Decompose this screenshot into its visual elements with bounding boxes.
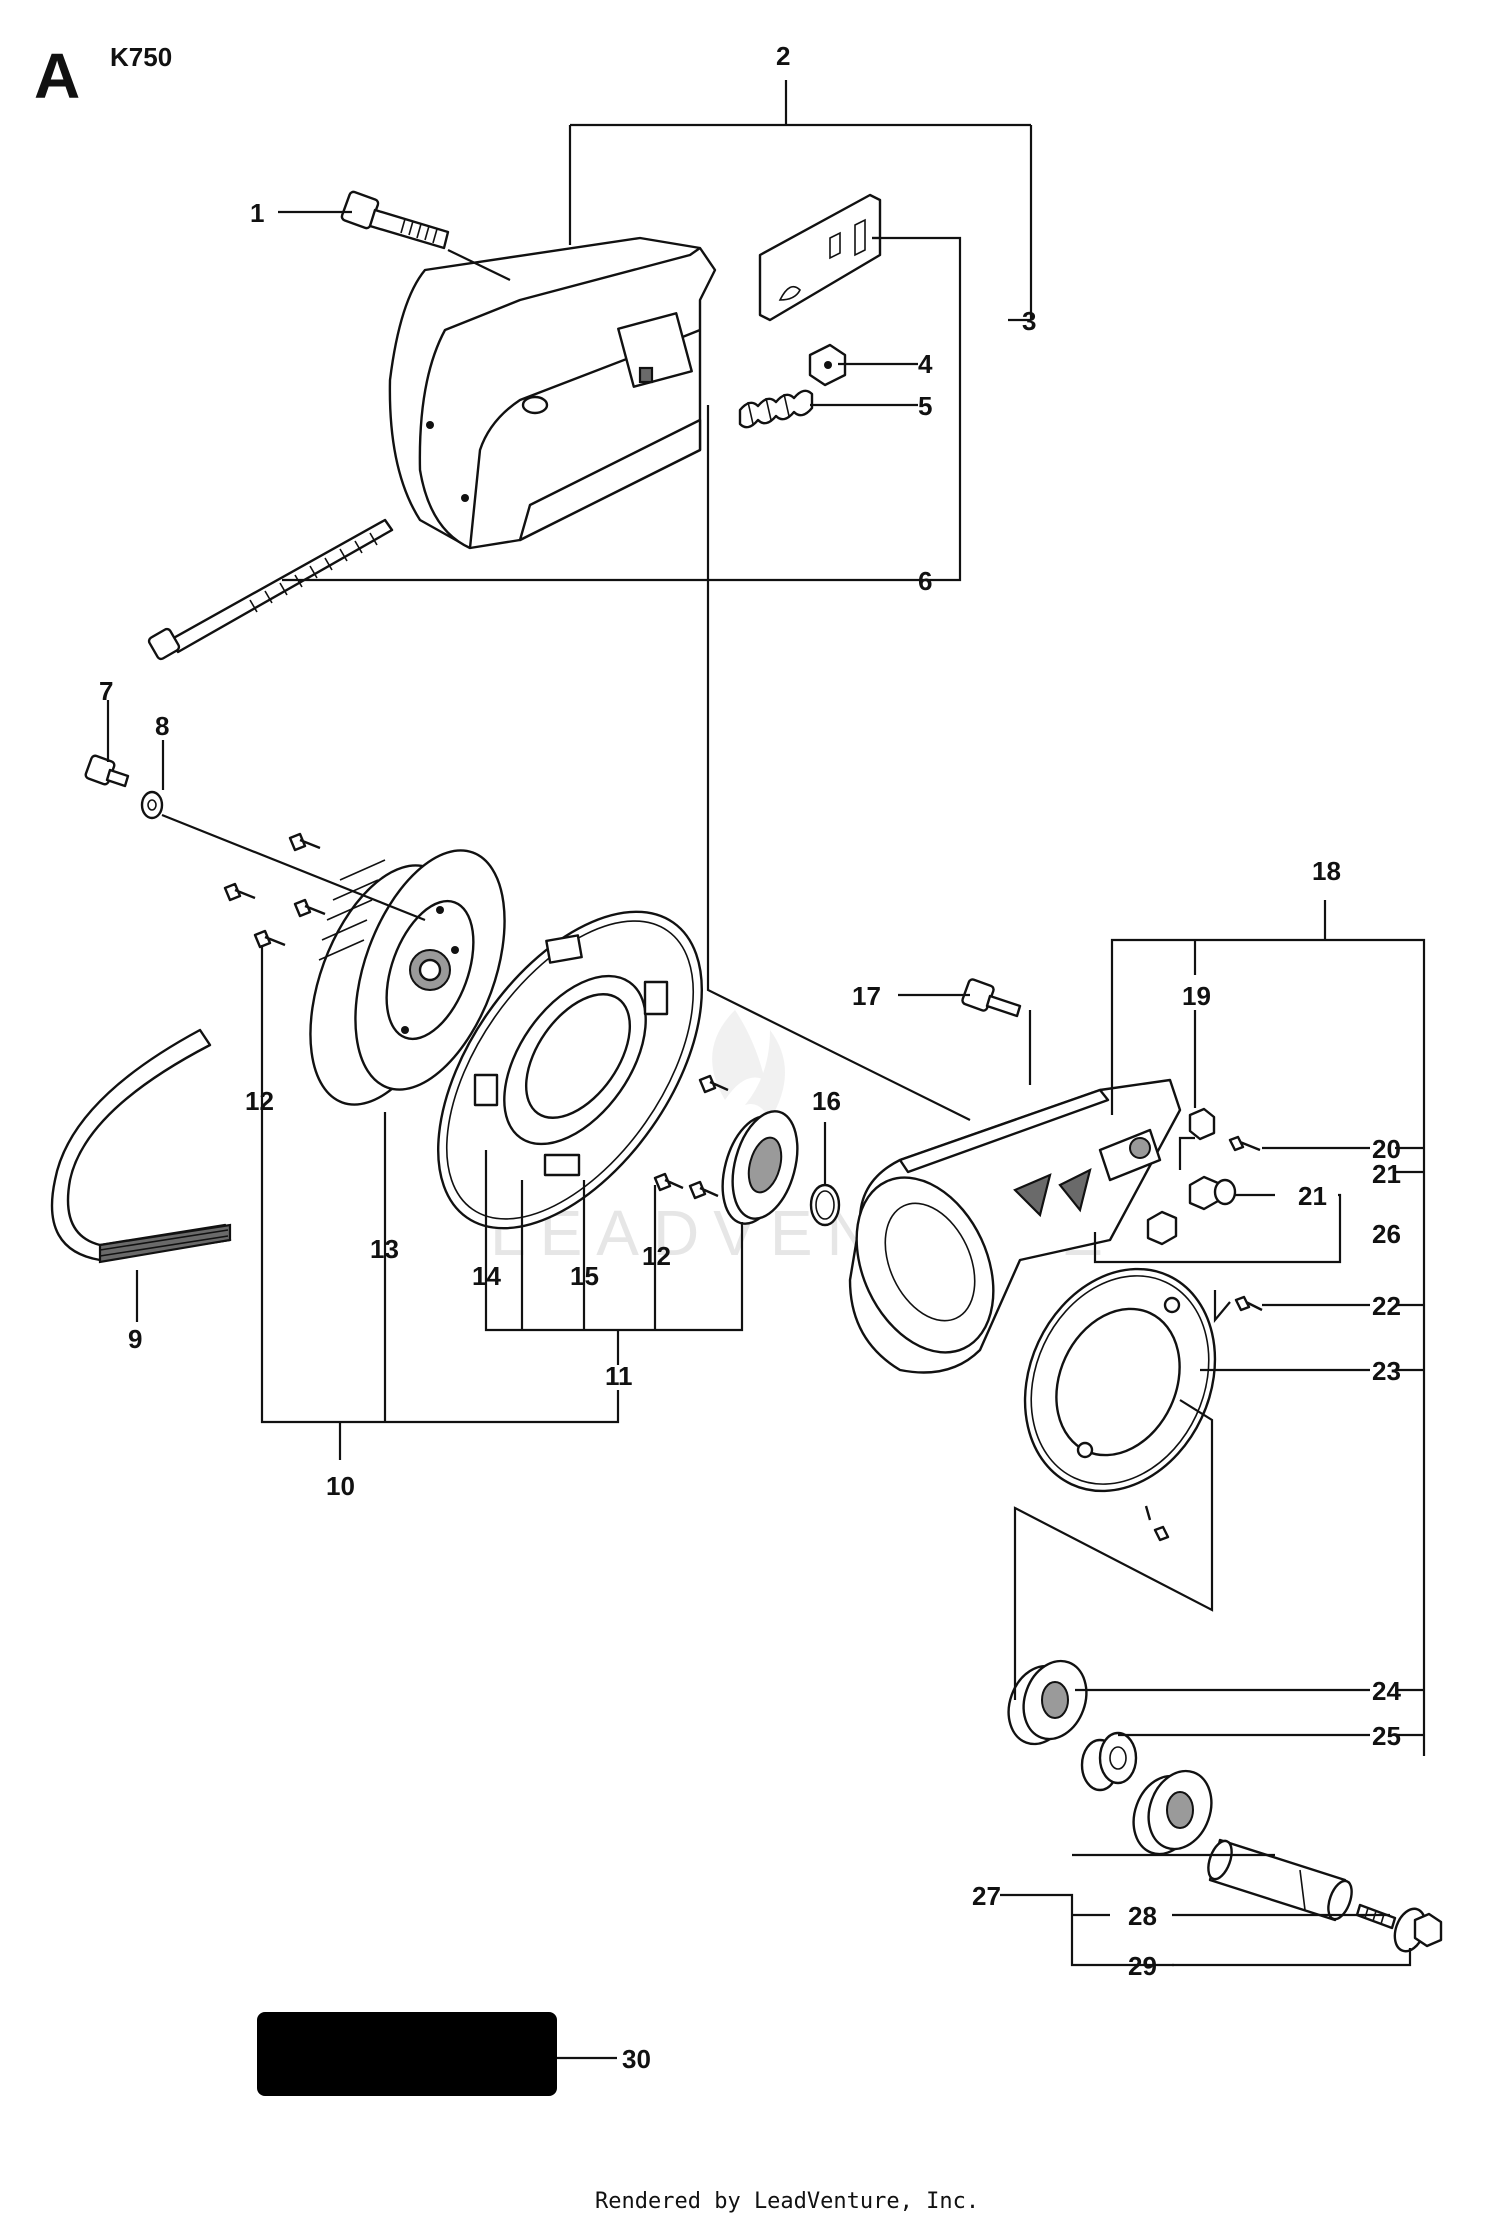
pulley-part-13 xyxy=(309,849,506,1106)
callout-13: 13 xyxy=(370,1234,399,1264)
long-stud-part-6 xyxy=(147,518,394,661)
shaft-part-27 xyxy=(1207,1838,1353,1922)
callout-28: 28 xyxy=(1128,1901,1157,1931)
screw-part-20 xyxy=(1228,1135,1261,1152)
spacer-part-25 xyxy=(1080,1731,1138,1792)
callout-29: 29 xyxy=(1128,1951,1157,1981)
washer-part-8 xyxy=(140,790,164,820)
callout-1: 1 xyxy=(250,198,264,228)
screw-group-12-right xyxy=(653,1074,729,1200)
callout-17: 17 xyxy=(852,981,881,1011)
bracket-part-3 xyxy=(758,193,882,322)
footer-credit: Rendered by LeadVenture, Inc. xyxy=(595,2189,979,2214)
callout-18: 18 xyxy=(1312,856,1341,886)
bearing-part-24 xyxy=(1007,1659,1088,1746)
bolt-part-1 xyxy=(340,190,450,250)
nut-part-19 xyxy=(1188,1107,1216,1141)
callout-26: 26 xyxy=(1372,1219,1401,1249)
spring-part-5 xyxy=(738,389,814,429)
square-nut-part-4 xyxy=(808,343,847,387)
callout-30: 30 xyxy=(622,2044,651,2074)
callout-8: 8 xyxy=(155,711,169,741)
watermark-logo xyxy=(712,1010,785,1120)
callout-24: 24 xyxy=(1372,1676,1401,1706)
callout-2: 2 xyxy=(776,41,790,71)
callout-19: 19 xyxy=(1182,981,1211,1011)
callout-5: 5 xyxy=(918,391,932,421)
washer-part-29 xyxy=(1393,1907,1443,1953)
section-letter: A xyxy=(34,40,80,112)
bolt-part-7 xyxy=(84,754,130,788)
clutch-drum-part-11 xyxy=(437,910,703,1230)
screw-lower xyxy=(1144,1505,1170,1542)
callout-7: 7 xyxy=(99,676,113,706)
drive-belt-part-9 xyxy=(50,1028,232,1264)
nut-part-26 xyxy=(1146,1210,1178,1246)
callout-21-right: 21 xyxy=(1372,1159,1401,1189)
bolt-part-17 xyxy=(961,978,1022,1018)
bearing-hub-part-11 xyxy=(721,1110,799,1225)
callout-6: 6 xyxy=(918,566,932,596)
callout-16: 16 xyxy=(812,1086,841,1116)
ring-part-23 xyxy=(1023,1267,1217,1493)
belt-guard-part-2 xyxy=(388,236,717,550)
callout-25: 25 xyxy=(1372,1721,1401,1751)
callout-3: 3 xyxy=(1022,306,1036,336)
callout-20: 20 xyxy=(1372,1134,1401,1164)
bolt-part-28 xyxy=(1355,1903,1397,1930)
label-part-30 xyxy=(257,2012,557,2096)
callout-11: 11 xyxy=(605,1361,633,1391)
oring-part-16 xyxy=(809,1183,841,1227)
callout-10: 10 xyxy=(326,1471,355,1501)
nut-part-21 xyxy=(1188,1175,1237,1211)
screw-group-12-left xyxy=(223,832,326,949)
callout-23: 23 xyxy=(1372,1356,1401,1386)
screw-part-22 xyxy=(1234,1295,1263,1312)
callout-22: 22 xyxy=(1372,1291,1401,1321)
callout-12-left: 12 xyxy=(245,1086,274,1116)
callout-14: 14 xyxy=(472,1261,501,1291)
model-label: K750 xyxy=(110,42,172,72)
bearing-second xyxy=(1132,1769,1213,1856)
callout-27: 27 xyxy=(972,1881,1001,1911)
callout-4: 4 xyxy=(918,349,933,379)
callout-12-right: 12 xyxy=(642,1241,671,1271)
callout-21-left: 21 xyxy=(1298,1181,1327,1211)
callouts: 1 2 3 4 5 6 7 8 9 10 11 12 12 13 14 15 1… xyxy=(99,41,1401,2074)
cutting-arm-part-18 xyxy=(848,1078,1182,1374)
leader-lines xyxy=(106,80,1426,2060)
callout-15: 15 xyxy=(570,1261,599,1291)
callout-9: 9 xyxy=(128,1324,142,1354)
